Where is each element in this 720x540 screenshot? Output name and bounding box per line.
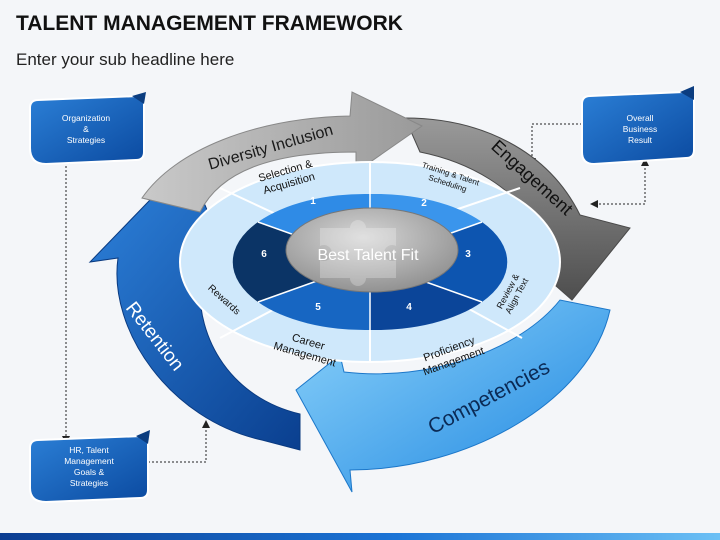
segment-number-5: 5	[315, 302, 321, 313]
callout-hr-line1: HR, Talent	[69, 445, 109, 455]
callout-hr-goals: HR, Talent Management Goals & Strategies	[29, 430, 150, 504]
segment-number-6: 6	[261, 249, 267, 260]
footer-accent-bar	[0, 533, 720, 540]
center-disc	[285, 207, 459, 293]
callout-connectors	[65, 123, 646, 463]
callout-hr-line4: Strategies	[70, 478, 108, 488]
puzzle-icon	[320, 220, 396, 286]
callout-hr-line3: Goals &	[74, 467, 105, 477]
callout-business-line1: Overall	[627, 113, 654, 123]
callout-business-line3: Result	[628, 135, 653, 145]
center-label: Best Talent Fit	[317, 247, 419, 264]
segment-number-4: 4	[406, 302, 412, 313]
callout-organization-line1: Organization	[62, 113, 110, 123]
segment-numbers: 1 2 3 4 5 6	[261, 196, 471, 313]
page-title: TALENT MANAGEMENT FRAMEWORK	[16, 12, 403, 35]
callout-organization: Organization & Strategies	[29, 92, 146, 166]
callout-organization-line2: &	[83, 124, 89, 134]
page-subtitle: Enter your sub headline here	[16, 50, 235, 69]
segment-number-3: 3	[465, 249, 471, 260]
callout-business-result: Overall Business Result	[581, 86, 695, 166]
segment-number-2: 2	[421, 198, 427, 209]
callout-hr-line2: Management	[64, 456, 114, 466]
competencies-arrow: Competencies	[295, 299, 611, 493]
callout-organization-line3: Strategies	[67, 135, 105, 145]
callout-business-line2: Business	[623, 124, 658, 134]
segment-number-1: 1	[310, 196, 316, 207]
